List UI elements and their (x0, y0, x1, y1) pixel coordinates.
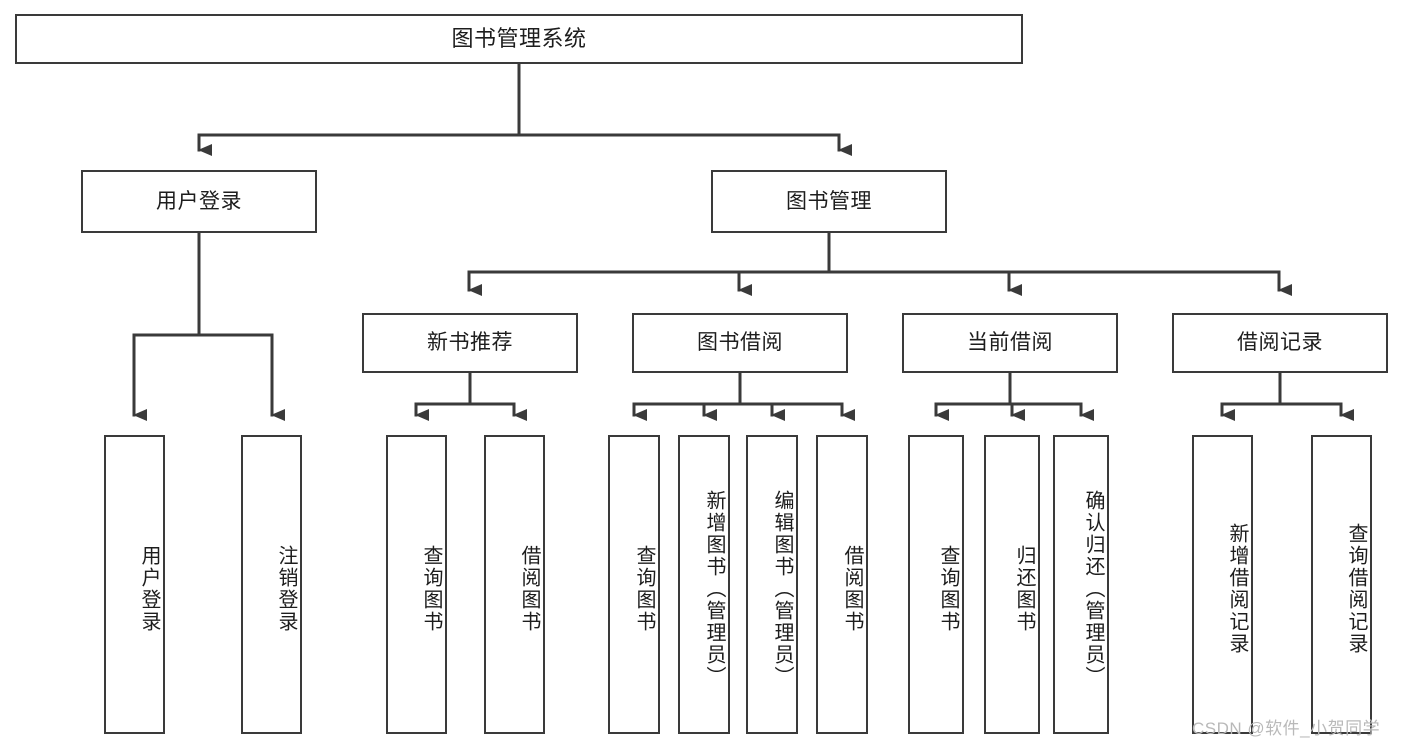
node-new-book-recommend[interactable]: 新书推荐 (362, 313, 578, 373)
node-book-management[interactable]: 图书管理 (711, 170, 947, 233)
node-leaf-return-book[interactable]: 归还图书 (984, 435, 1040, 734)
node-leaf-user-login[interactable]: 用户登录 (104, 435, 165, 734)
node-book-borrow[interactable]: 图书借阅 (632, 313, 848, 373)
node-leaf-query-book-recommend[interactable]: 查询图书 (386, 435, 447, 734)
node-user-login[interactable]: 用户登录 (81, 170, 317, 233)
node-leaf-borrow-book-recommend[interactable]: 借阅图书 (484, 435, 545, 734)
node-leaf-user-logout[interactable]: 注销登录 (241, 435, 302, 734)
node-leaf-query-borrow-record[interactable]: 查询借阅记录 (1311, 435, 1372, 734)
node-borrow-record[interactable]: 借阅记录 (1172, 313, 1388, 373)
node-leaf-borrow-book[interactable]: 借阅图书 (816, 435, 868, 734)
node-leaf-add-borrow-record[interactable]: 新增借阅记录 (1192, 435, 1253, 734)
node-leaf-add-book[interactable]: 新增图书（管理员） (678, 435, 730, 734)
node-current-borrow[interactable]: 当前借阅 (902, 313, 1118, 373)
node-root[interactable]: 图书管理系统 (15, 14, 1023, 64)
node-leaf-edit-book[interactable]: 编辑图书（管理员） (746, 435, 798, 734)
node-leaf-query-book-borrow[interactable]: 查询图书 (608, 435, 660, 734)
node-leaf-query-book-current[interactable]: 查询图书 (908, 435, 964, 734)
csdn-watermark: CSDN @软件_小贺同学 (1192, 719, 1381, 738)
node-leaf-confirm-return[interactable]: 确认归还（管理员） (1053, 435, 1109, 734)
